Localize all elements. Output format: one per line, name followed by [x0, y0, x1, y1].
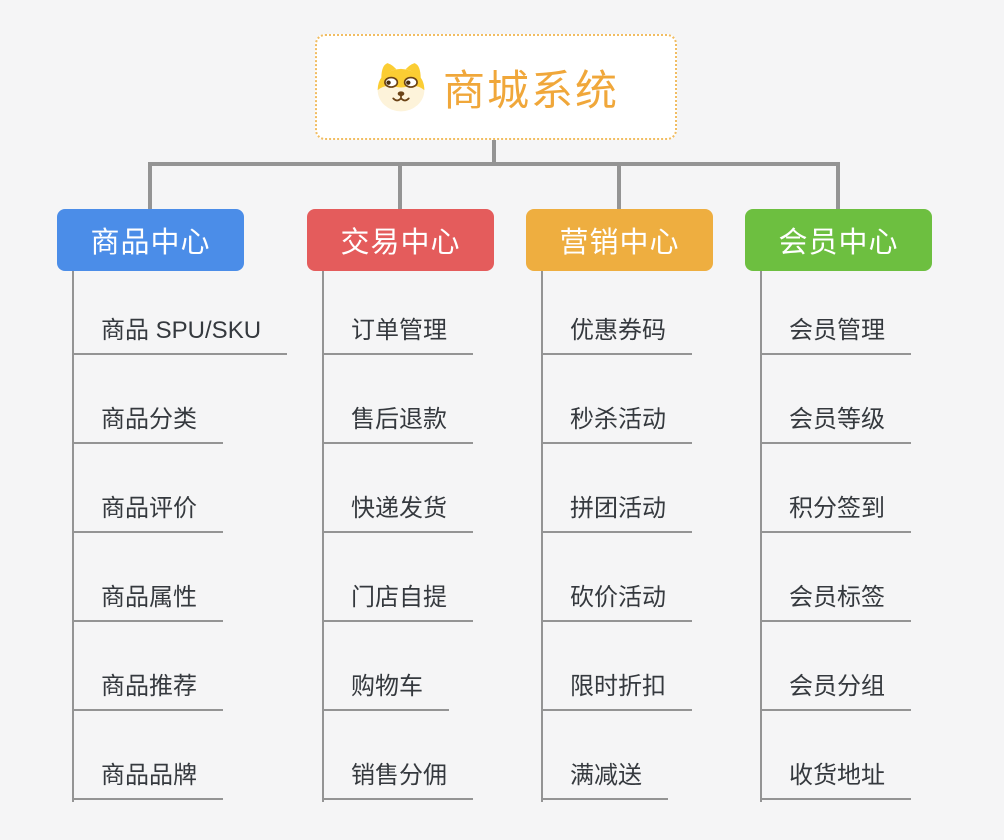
leaf-label[interactable]: 优惠券码 — [541, 310, 692, 355]
leaf-label[interactable]: 售后退款 — [322, 399, 473, 444]
leaf-node[interactable]: 会员等级 — [745, 355, 911, 444]
leaf-label[interactable]: 会员标签 — [760, 577, 911, 622]
branch-trade-center: 交易中心 订单管理 售后退款 快递发货 门店自提 购物车 销售分佣 — [307, 209, 567, 809]
leaf-label[interactable]: 会员等级 — [760, 399, 911, 444]
leaf-node[interactable]: 商品推荐 — [57, 622, 287, 711]
root-title: 商城系统 — [442, 66, 619, 114]
leaf-node[interactable]: 会员标签 — [745, 533, 911, 622]
leaf-node[interactable]: 售后退款 — [307, 355, 473, 444]
leaf-label[interactable]: 商品推荐 — [72, 666, 223, 711]
connector-trunk — [541, 271, 543, 802]
leaf-node[interactable]: 商品属性 — [57, 533, 287, 622]
leaf-node[interactable]: 优惠券码 — [526, 266, 692, 355]
leaf-label[interactable]: 拼团活动 — [541, 488, 692, 533]
leaf-node[interactable]: 商品 SPU/SKU — [57, 266, 288, 355]
leaf-node[interactable]: 商品分类 — [57, 355, 287, 444]
leaf-node[interactable]: 积分签到 — [745, 444, 911, 533]
leaf-node[interactable]: 购物车 — [307, 622, 473, 711]
leaf-node[interactable]: 砍价活动 — [526, 533, 692, 622]
leaf-list: 会员管理 会员等级 积分签到 会员标签 会员分组 收货地址 — [745, 266, 911, 800]
connector-trunk — [322, 271, 324, 802]
leaf-node[interactable]: 会员分组 — [745, 622, 911, 711]
leaf-node[interactable]: 门店自提 — [307, 533, 473, 622]
leaf-label[interactable]: 限时折扣 — [541, 666, 692, 711]
leaf-list: 商品 SPU/SKU 商品分类 商品评价 商品属性 商品推荐 商品品牌 — [57, 266, 288, 800]
leaf-label[interactable]: 积分签到 — [760, 488, 911, 533]
branch-header-member-center[interactable]: 会员中心 — [745, 209, 932, 271]
connector-drop — [398, 162, 402, 211]
leaf-label[interactable]: 订单管理 — [322, 310, 473, 355]
leaf-node[interactable]: 会员管理 — [745, 266, 911, 355]
root-node[interactable]: 商城系统 — [315, 34, 677, 140]
branch-marketing-center: 营销中心 优惠券码 秒杀活动 拼团活动 砍价活动 限时折扣 满减送 — [526, 209, 786, 809]
connector-drop — [617, 162, 621, 211]
leaf-label[interactable]: 砍价活动 — [541, 577, 692, 622]
connector-drop — [148, 162, 152, 211]
branch-product-center: 商品中心 商品 SPU/SKU 商品分类 商品评价 商品属性 商品推荐 商品品牌 — [57, 209, 317, 809]
leaf-label[interactable]: 门店自提 — [322, 577, 473, 622]
leaf-node[interactable]: 拼团活动 — [526, 444, 692, 533]
leaf-label[interactable]: 满减送 — [541, 755, 668, 800]
leaf-node[interactable]: 订单管理 — [307, 266, 473, 355]
leaf-node[interactable]: 商品品牌 — [57, 711, 287, 800]
branch-header-product-center[interactable]: 商品中心 — [57, 209, 244, 271]
leaf-label[interactable]: 快递发货 — [322, 488, 473, 533]
leaf-label[interactable]: 商品属性 — [72, 577, 223, 622]
branch-header-marketing-center[interactable]: 营销中心 — [526, 209, 713, 271]
branch-member-center: 会员中心 会员管理 会员等级 积分签到 会员标签 会员分组 收货地址 — [745, 209, 1004, 809]
doge-icon — [373, 61, 429, 113]
leaf-label[interactable]: 商品分类 — [72, 399, 223, 444]
leaf-label[interactable]: 收货地址 — [760, 755, 911, 800]
leaf-label[interactable]: 秒杀活动 — [541, 399, 692, 444]
leaf-label[interactable]: 会员分组 — [760, 666, 911, 711]
leaf-label[interactable]: 购物车 — [322, 666, 449, 711]
branch-header-trade-center[interactable]: 交易中心 — [307, 209, 494, 271]
leaf-node[interactable]: 收货地址 — [745, 711, 911, 800]
connector-bus — [148, 162, 840, 166]
connector-trunk — [72, 271, 74, 802]
leaf-label[interactable]: 会员管理 — [760, 310, 911, 355]
connector-root-stem — [492, 140, 496, 164]
connector-drop — [836, 162, 840, 211]
leaf-label[interactable]: 商品评价 — [72, 488, 223, 533]
leaf-label[interactable]: 商品 SPU/SKU — [72, 310, 288, 355]
leaf-node[interactable]: 销售分佣 — [307, 711, 473, 800]
leaf-label[interactable]: 销售分佣 — [322, 755, 473, 800]
leaf-node[interactable]: 快递发货 — [307, 444, 473, 533]
leaf-list: 订单管理 售后退款 快递发货 门店自提 购物车 销售分佣 — [307, 266, 473, 800]
leaf-node[interactable]: 限时折扣 — [526, 622, 692, 711]
leaf-node[interactable]: 满减送 — [526, 711, 692, 800]
leaf-node[interactable]: 秒杀活动 — [526, 355, 692, 444]
leaf-label[interactable]: 商品品牌 — [72, 755, 223, 800]
connector-trunk — [760, 271, 762, 802]
leaf-list: 优惠券码 秒杀活动 拼团活动 砍价活动 限时折扣 满减送 — [526, 266, 692, 800]
leaf-node[interactable]: 商品评价 — [57, 444, 287, 533]
